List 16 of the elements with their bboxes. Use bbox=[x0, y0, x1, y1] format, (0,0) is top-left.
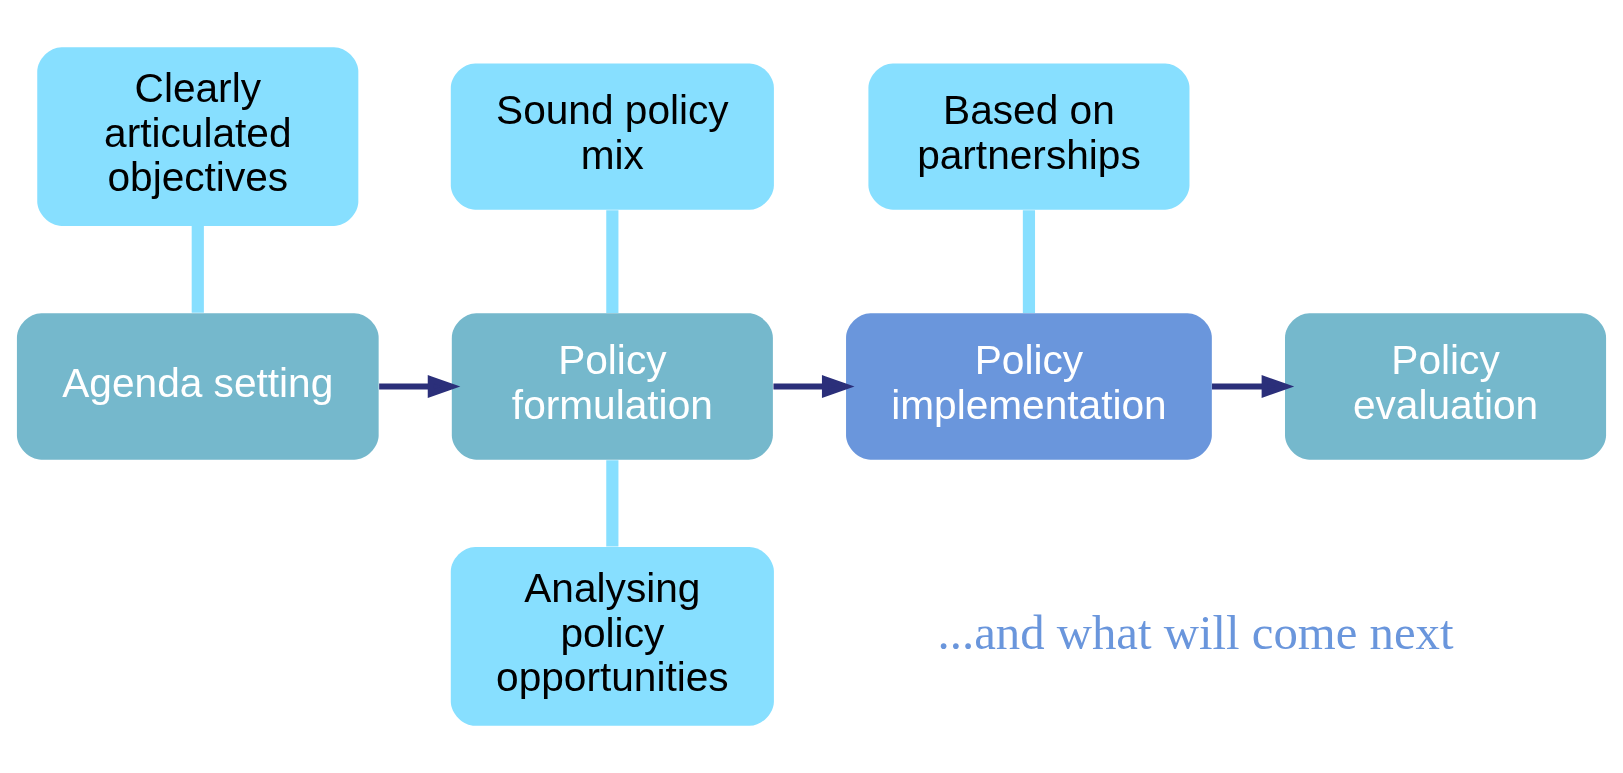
arrow bbox=[773, 375, 855, 398]
connector bbox=[1022, 210, 1036, 313]
node-box: Policy implementation bbox=[846, 313, 1212, 460]
label: ...and what will come next bbox=[937, 606, 1454, 661]
node-box: Policy evaluation bbox=[1285, 313, 1607, 460]
arrow bbox=[379, 375, 461, 398]
node-box: Based on partnerships bbox=[868, 63, 1190, 210]
arrow bbox=[1212, 375, 1295, 398]
node-box: Sound policy mix bbox=[450, 63, 774, 210]
node-box: Policy formulation bbox=[451, 313, 773, 460]
connector bbox=[606, 460, 619, 547]
connector bbox=[191, 225, 204, 313]
node-box: Agenda setting bbox=[16, 313, 379, 460]
node-box: Analysing policy opportunities bbox=[450, 547, 774, 726]
node-box: Clearly articulated objectives bbox=[37, 47, 359, 226]
connector bbox=[606, 210, 619, 313]
